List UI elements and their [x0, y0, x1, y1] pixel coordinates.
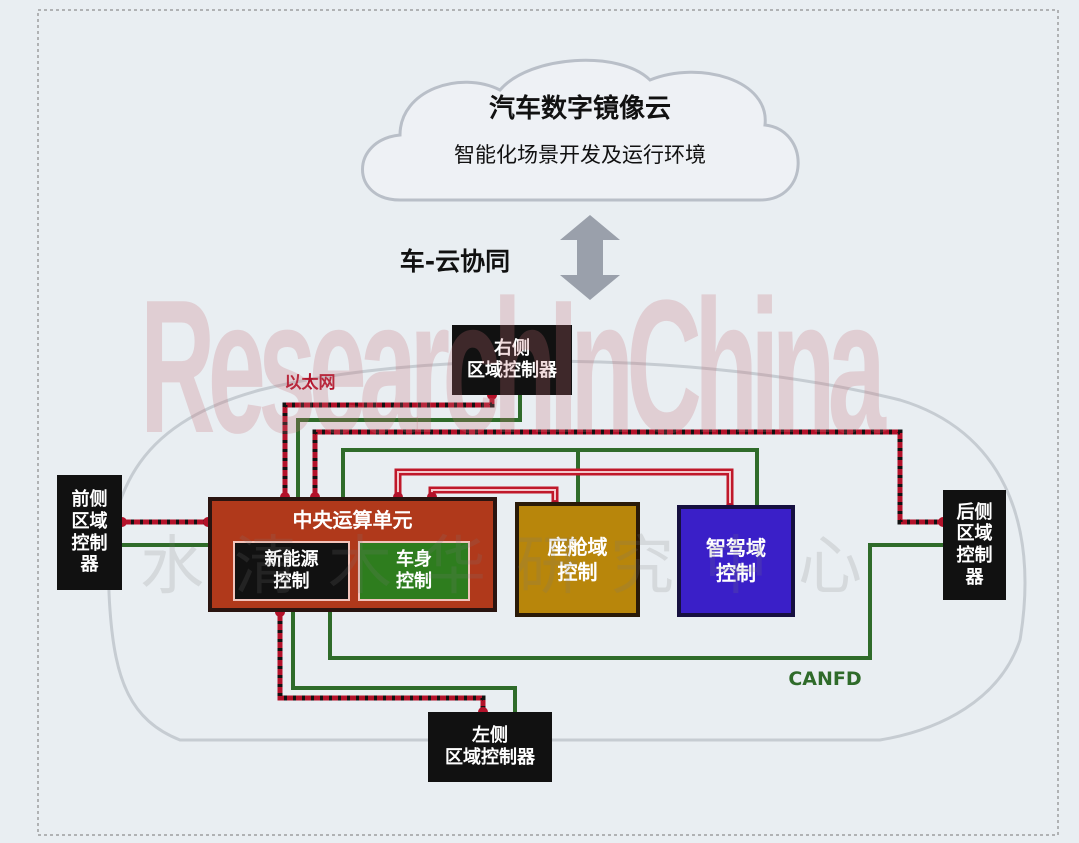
new-energy-control[interactable]: 新能源 控制: [233, 541, 350, 601]
right-zone-controller[interactable]: 右侧 区域控制器: [452, 325, 572, 395]
canfd-lines: [122, 395, 943, 712]
double-arrow-icon: [560, 215, 620, 300]
adas-domain-control[interactable]: 智驾域 控制: [677, 505, 795, 617]
rear-zone-controller[interactable]: 后侧 区域 控制 器: [943, 490, 1006, 600]
cloud-subtitle: 智能化场景开发及运行环境: [454, 142, 706, 167]
body-control[interactable]: 车身 控制: [358, 541, 470, 601]
canfd-label: CANFD: [788, 668, 862, 691]
sync-label: 车-云协同: [399, 247, 511, 277]
cloud-title: 汽车数字镜像云: [488, 93, 671, 124]
cockpit-domain-control[interactable]: 座舱域 控制: [515, 502, 640, 617]
cloud-shape: [361, 58, 800, 202]
front-zone-controller[interactable]: 前侧 区域 控制 器: [57, 475, 122, 590]
central-computing-unit[interactable]: 中央运算单元 新能源 控制 车身 控制: [208, 497, 497, 612]
car-outline: [107, 359, 1027, 742]
left-zone-controller[interactable]: 左侧 区域控制器: [428, 712, 552, 782]
outer-frame: [37, 9, 1059, 836]
ethernet-label: 以太网: [284, 373, 336, 394]
central-unit-title: 中央运算单元: [292, 507, 413, 532]
